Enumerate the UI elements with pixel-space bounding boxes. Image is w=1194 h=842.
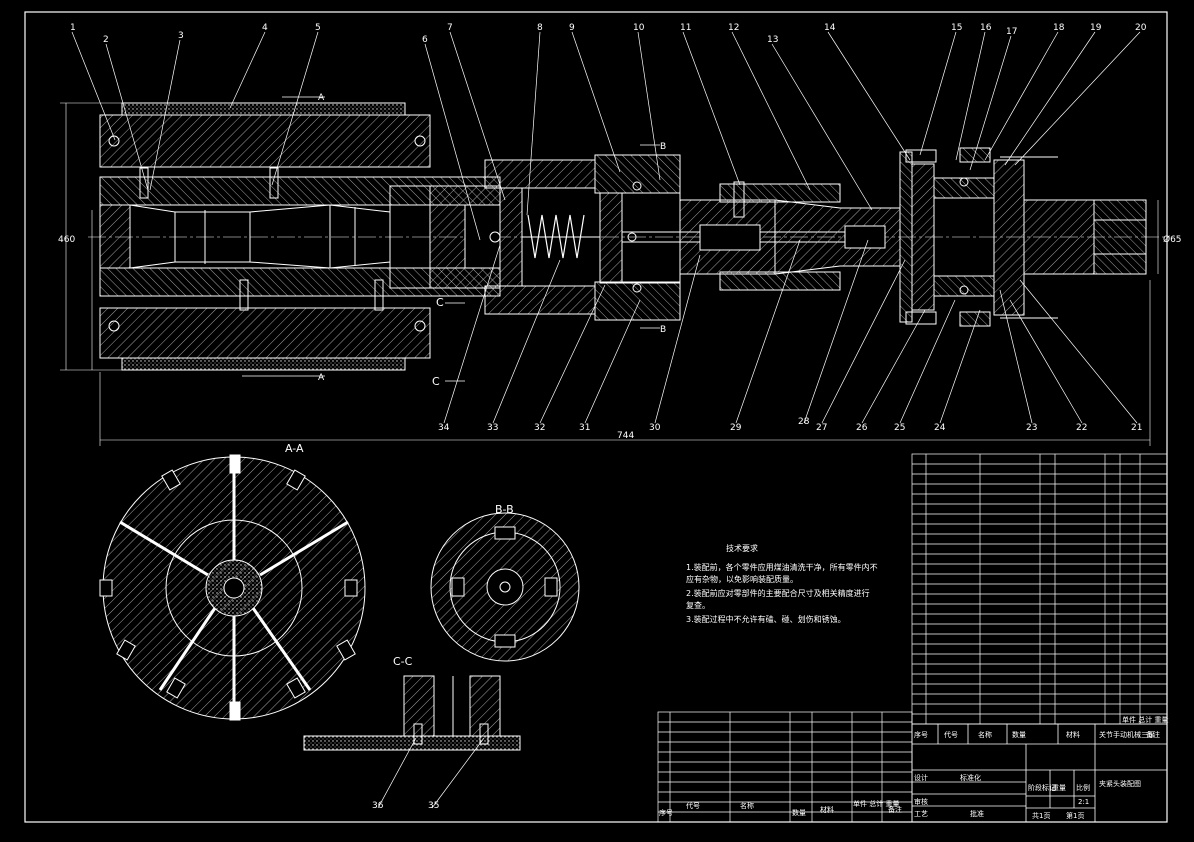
balloon-12: 12 <box>728 23 739 33</box>
parts-header-col-4: 数量 <box>1012 730 1026 739</box>
lower-header-col-7: 备注 <box>888 805 902 814</box>
balloon-26: 26 <box>856 423 868 433</box>
dimension-bore: Ø65 <box>1163 234 1182 245</box>
balloon-13: 13 <box>767 35 778 45</box>
parts-header-col-6: 单件 总计 重量 <box>1122 715 1168 724</box>
tech-req-line-2: 应有杂物，以免影响装配质量。 <box>686 574 798 584</box>
balloon-labels-bottom: 34 33 32 31 30 29 28 27 26 25 24 23 22 2… <box>438 417 1142 433</box>
balloon-33: 33 <box>487 423 498 433</box>
balloon-21: 21 <box>1131 423 1142 433</box>
balloon-1: 1 <box>70 23 76 33</box>
balloon-15: 15 <box>951 23 962 33</box>
balloon-23: 23 <box>1026 423 1037 433</box>
balloon-29: 29 <box>730 423 742 433</box>
tech-req-line-4: 复查。 <box>686 600 710 610</box>
tech-req-title: 技术要求 <box>726 543 758 553</box>
section-cc-view <box>303 675 521 809</box>
dimension-height: 460 <box>58 235 75 245</box>
parts-header-col-7: 备注 <box>1146 730 1160 739</box>
parts-header-col-1: 序号 <box>914 730 928 739</box>
parts-header-col-5: 材料 <box>1066 730 1080 739</box>
title-block-scale: 2:1 <box>1078 798 1089 806</box>
section-mark-a-bottom: A <box>318 373 325 383</box>
title-block-approve-label: 批准 <box>970 809 984 818</box>
balloon-20: 20 <box>1135 23 1147 33</box>
section-mark-a-top: A <box>318 93 325 103</box>
section-mark-b-top: B <box>660 142 666 152</box>
parts-list-upper <box>911 453 1168 725</box>
balloon-25: 25 <box>894 423 905 433</box>
balloon-32: 32 <box>534 423 545 433</box>
section-aa-title: A-A <box>285 442 304 455</box>
lower-header-col-2: 代号 <box>686 801 700 810</box>
title-block-scale-label: 比例 <box>1076 783 1090 792</box>
parts-header-col-2: 代号 <box>944 730 958 739</box>
balloon-14: 14 <box>824 23 836 33</box>
lower-header-col-3: 名称 <box>740 801 754 810</box>
sheet-border <box>24 11 1168 823</box>
lower-header-col-1: 序号 <box>659 808 673 817</box>
balloon-5: 5 <box>315 23 321 33</box>
balloon-2: 2 <box>103 35 109 45</box>
balloon-36: 36 <box>372 801 384 811</box>
section-aa-view <box>99 454 366 721</box>
balloon-27: 27 <box>816 423 827 433</box>
title-block-stage-label: 阶段标记 <box>1028 783 1056 792</box>
balloon-6: 6 <box>422 35 428 45</box>
balloon-28: 28 <box>798 417 810 427</box>
section-bb-title: B-B <box>495 503 514 516</box>
title-block-process-label: 工艺 <box>914 810 928 818</box>
title-block-weight-label: 重量 <box>1052 784 1066 792</box>
title-block <box>911 723 1168 823</box>
balloon-34: 34 <box>438 423 450 433</box>
tech-req-line-5: 3.装配过程中不允许有磕、碰、划伤和锈蚀。 <box>686 614 846 624</box>
parts-header-col-3: 名称 <box>978 730 992 739</box>
tech-req-line-3: 2.装配前应对零部件的主要配合尺寸及相关精度进行 <box>686 588 870 598</box>
balloon-31: 31 <box>579 423 590 433</box>
balloon-17: 17 <box>1006 27 1017 37</box>
dimension-overall-length: 744 <box>617 431 634 441</box>
lower-header-col-4: 数量 <box>792 808 806 817</box>
balloon-30: 30 <box>649 423 661 433</box>
balloon-18: 18 <box>1053 23 1065 33</box>
balloon-10: 10 <box>633 23 645 33</box>
lower-header-col-6: 单件 总计 重量 <box>853 799 899 808</box>
title-block-audit-label: 审核 <box>914 797 928 806</box>
balloon-22: 22 <box>1076 423 1087 433</box>
section-mark-c-top: C <box>436 296 444 309</box>
title-block-designer-label: 设计 <box>914 773 928 782</box>
balloon-16: 16 <box>980 23 992 33</box>
balloon-35: 35 <box>428 801 439 811</box>
title-block-sheets-total: 共1页 <box>1032 811 1050 820</box>
tech-req-line-1: 1.装配前，各个零件应用煤油清洗干净，所有零件内不 <box>686 562 878 572</box>
balloon-11: 11 <box>680 23 691 33</box>
balloon-3: 3 <box>178 31 184 41</box>
balloon-7: 7 <box>447 23 453 33</box>
balloon-24: 24 <box>934 423 946 433</box>
lower-header-col-5: 材料 <box>820 805 834 814</box>
title-block-sheet-no: 第1页 <box>1066 811 1084 820</box>
section-cc-title: C-C <box>393 655 413 668</box>
balloon-19: 19 <box>1090 23 1102 33</box>
section-mark-c-bottom: C <box>432 375 440 388</box>
technical-requirements: 技术要求 1.装配前，各个零件应用煤油清洗干净，所有零件内不 应有杂物，以免影响… <box>686 543 878 624</box>
main-section-view <box>60 31 1170 446</box>
balloon-8: 8 <box>537 23 543 33</box>
balloon-4: 4 <box>262 23 268 33</box>
title-block-std-label: 标准化 <box>960 773 981 782</box>
section-mark-b-bottom: B <box>660 325 666 335</box>
section-bb-view <box>430 512 580 662</box>
title-block-main: 关节手动机械三级 <box>1099 730 1155 739</box>
title-block-text: 关节手动机械三级 夹紧头装配图 阶段标记 重量 比例 2:1 共1页 第1页 设… <box>659 715 1168 820</box>
title-block-drawing-name: 夹紧头装配图 <box>1099 779 1141 788</box>
balloon-9: 9 <box>569 23 575 33</box>
balloon-labels-top: 1 2 3 4 5 6 7 8 9 10 11 12 13 14 15 16 1… <box>70 23 1147 45</box>
